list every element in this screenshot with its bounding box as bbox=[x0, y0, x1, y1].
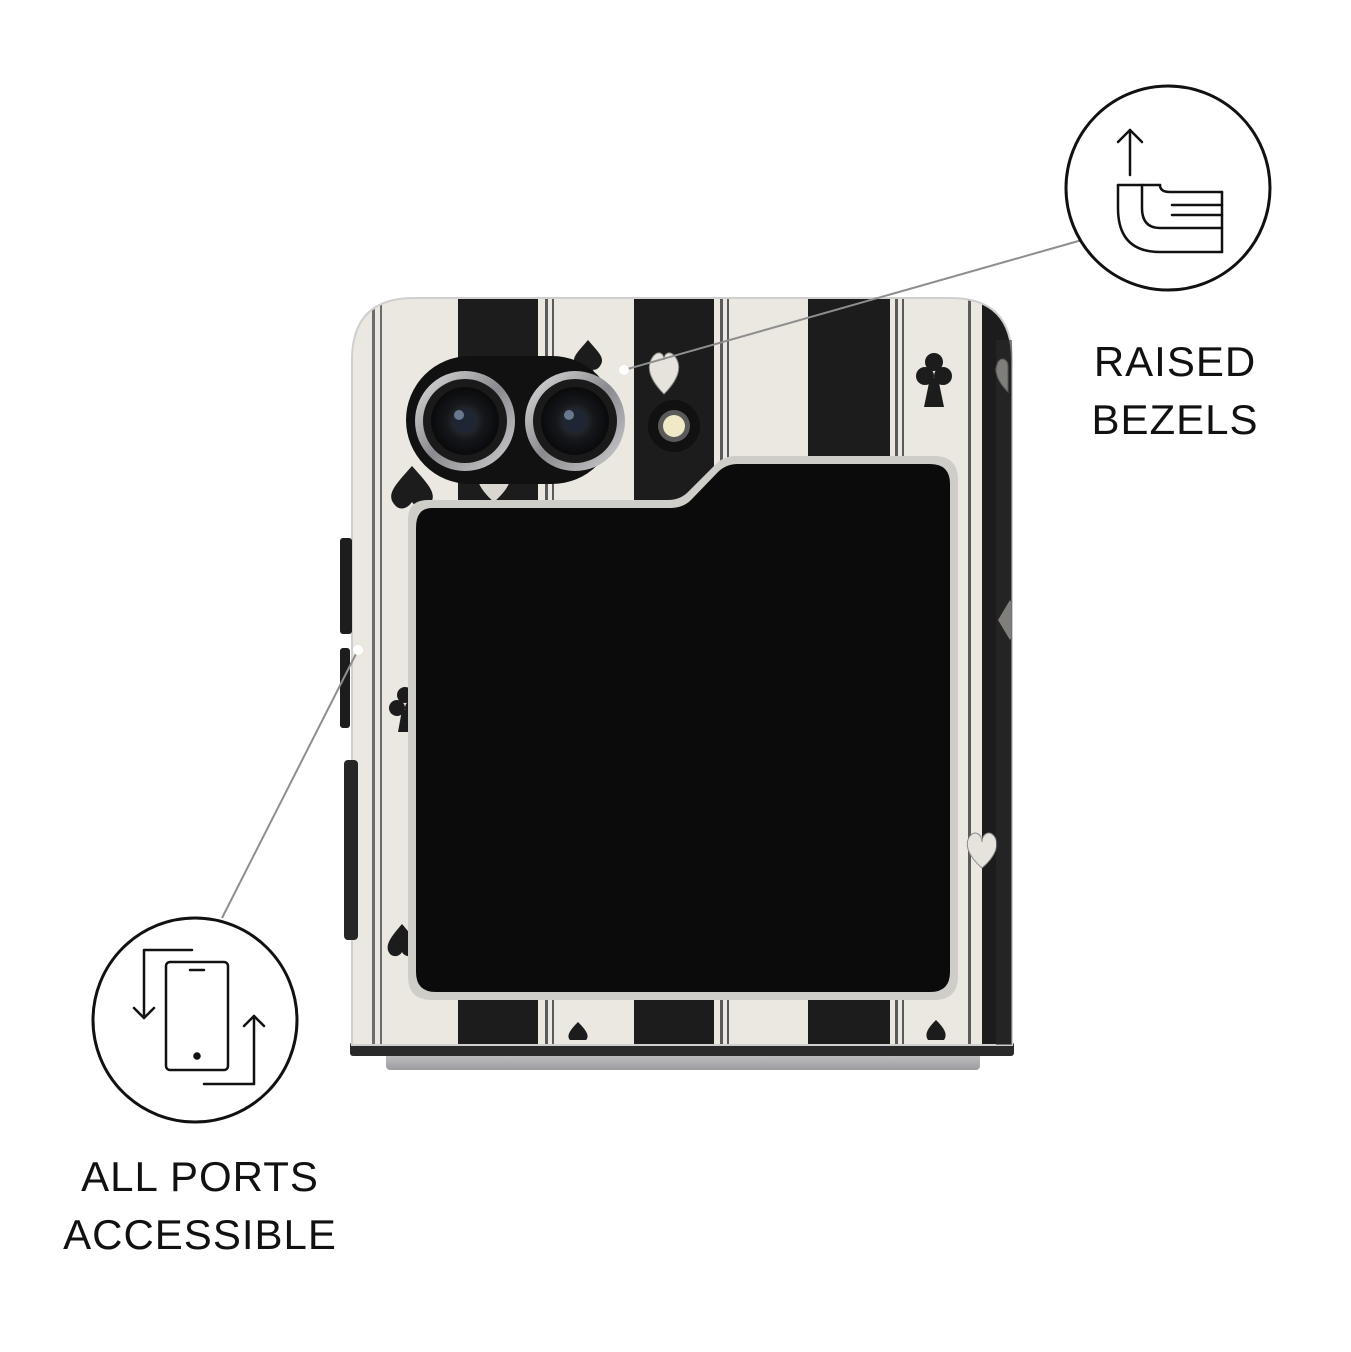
all-ports-line1: ALL PORTS bbox=[81, 1153, 319, 1200]
flash-icon bbox=[648, 400, 700, 452]
case-right-edge bbox=[996, 340, 1012, 1045]
cover-screen bbox=[416, 464, 950, 992]
leader-dot bbox=[619, 365, 629, 375]
camera-lens-icon bbox=[525, 371, 625, 471]
leader-line bbox=[221, 649, 359, 919]
raised-bezels-label: RAISED BEZELS bbox=[1050, 333, 1300, 449]
raised-bezels-line1: RAISED bbox=[1093, 338, 1257, 385]
all-ports-label: ALL PORTS ACCESSIBLE bbox=[40, 1148, 360, 1264]
side-cutout bbox=[344, 760, 358, 940]
volume-button bbox=[340, 538, 352, 634]
club-suit-icon bbox=[916, 353, 952, 407]
raised-bezels-line2: BEZELS bbox=[1091, 396, 1259, 443]
ports-rotate-icon bbox=[91, 916, 299, 1124]
camera-lens-icon bbox=[415, 371, 515, 471]
spade-suit-icon bbox=[391, 466, 433, 509]
leader-line bbox=[623, 239, 1083, 371]
heart-suit-icon bbox=[648, 352, 680, 395]
power-button bbox=[340, 648, 350, 728]
leader-dot bbox=[353, 645, 363, 655]
spade-suit-icon bbox=[568, 1020, 946, 1040]
all-ports-line2: ACCESSIBLE bbox=[63, 1211, 337, 1258]
raised-bezel-icon bbox=[1064, 84, 1272, 292]
